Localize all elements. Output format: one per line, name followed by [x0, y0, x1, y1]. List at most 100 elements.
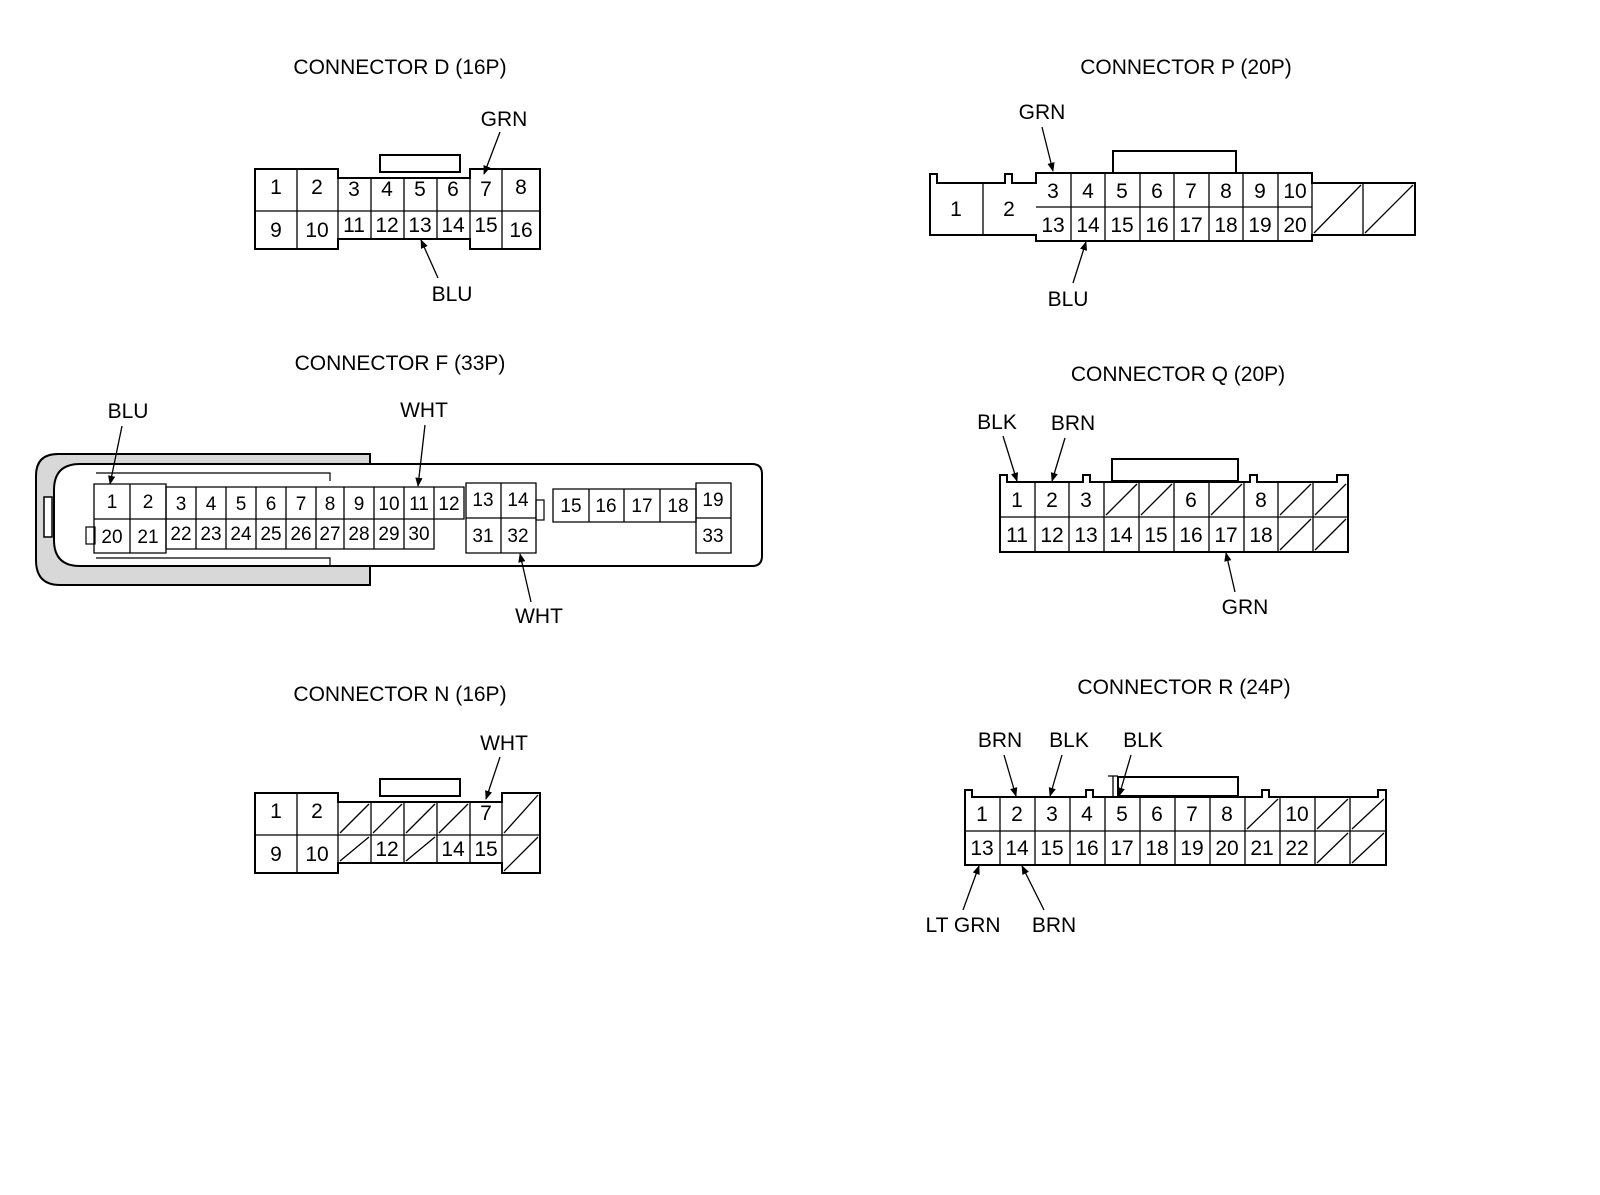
- connector-r-wire-blk-3: BLK: [1048, 729, 1089, 797]
- pin-number: 6: [1151, 180, 1163, 203]
- pin-number: 18: [667, 496, 688, 517]
- connector-d-grid: [255, 169, 540, 249]
- pin-number: 30: [408, 524, 429, 545]
- pin-number: 8: [1220, 180, 1232, 203]
- pin-number: 32: [507, 526, 528, 547]
- connector-n-wire-wht: WHT: [480, 732, 528, 800]
- pin-number: 13: [1074, 524, 1097, 547]
- pin-number: 4: [206, 494, 217, 515]
- pin-number: 7: [1186, 803, 1198, 826]
- connector-d-latch: [379, 154, 461, 173]
- connector-r-wire-brn-14: BRN: [1021, 865, 1076, 937]
- pin-number: 13: [1041, 214, 1064, 237]
- connector-r-grid: [965, 797, 1386, 865]
- connector-f-wire-blu: BLU: [108, 400, 148, 485]
- connector-q-latch: [1111, 458, 1239, 482]
- pin-number: 10: [305, 219, 328, 242]
- pin-number: 15: [1144, 524, 1167, 547]
- pin-number: 14: [1005, 837, 1029, 860]
- pin-number: 15: [560, 496, 581, 517]
- pin-number: 2: [143, 492, 154, 513]
- pin-number: 6: [447, 178, 459, 201]
- connector-p-title: CONNECTOR P (20P): [1080, 56, 1292, 79]
- pin-number: 14: [1109, 524, 1133, 547]
- pin-number: 4: [1082, 180, 1094, 203]
- connector-n-body: [254, 792, 541, 874]
- pin-number: 16: [509, 219, 532, 242]
- connector-r-latch: [1117, 776, 1239, 797]
- connector-r-wire-ltgrn-13: LT GRN: [925, 865, 1001, 937]
- pin-number: 20: [1215, 837, 1238, 860]
- pin-number: 8: [1255, 489, 1267, 512]
- pin-number: 16: [595, 496, 616, 517]
- pin-number: 7: [1185, 180, 1197, 203]
- connector-f-body: [53, 463, 763, 567]
- pin-number: 15: [1110, 214, 1133, 237]
- pin-number: 18: [1249, 524, 1272, 547]
- pin-number: 9: [270, 843, 282, 866]
- pin-number: 1: [270, 176, 282, 199]
- pin-number: 11: [409, 494, 429, 515]
- connector-f-wire-wht-11: WHT: [400, 399, 448, 487]
- pin-number: 11: [343, 214, 365, 237]
- pin-number: 25: [260, 524, 281, 545]
- pin-number: 14: [1076, 214, 1100, 237]
- wire-color-label: WHT: [480, 732, 528, 755]
- connector-p-wire-grn: GRN: [1019, 101, 1065, 172]
- pin-number: 11: [1006, 524, 1028, 547]
- pin-number: 3: [176, 494, 187, 515]
- pin-number: 19: [1248, 214, 1271, 237]
- pin-number: 6: [1151, 803, 1163, 826]
- pin-number: 28: [348, 524, 369, 545]
- pin-number: 7: [480, 802, 492, 825]
- pin-number: 1: [107, 492, 118, 513]
- pin-number: 17: [1214, 524, 1237, 547]
- connector-r-wire-blk-5: BLK: [1117, 729, 1163, 797]
- pin-number: 6: [266, 494, 277, 515]
- connector-f-wire-wht-32: WHT: [515, 553, 563, 628]
- pin-number: 17: [1110, 837, 1133, 860]
- pin-number: 14: [441, 214, 465, 237]
- pin-number: 18: [1145, 837, 1168, 860]
- pin-number: 12: [375, 214, 398, 237]
- pin-number: 2: [311, 800, 323, 823]
- pin-number: 16: [1075, 837, 1098, 860]
- wire-color-label: BLK: [1123, 729, 1163, 752]
- pin-number: 1: [976, 803, 988, 826]
- pin-number: 10: [378, 494, 399, 515]
- connector-q-wire-grn: GRN: [1222, 552, 1269, 619]
- pin-number: 9: [354, 494, 365, 515]
- pin-number: 3: [1046, 803, 1058, 826]
- wire-color-label: BLK: [977, 411, 1017, 434]
- wire-color-label: BRN: [978, 729, 1022, 752]
- pin-number: 17: [631, 496, 652, 517]
- pin-number: 3: [1047, 180, 1059, 203]
- connector-d-body: [254, 168, 541, 250]
- pin-number: 27: [319, 524, 340, 545]
- pin-number: 15: [474, 214, 497, 237]
- pin-number: 18: [1214, 214, 1237, 237]
- pin-number: 31: [472, 526, 493, 547]
- pin-number: 10: [1283, 180, 1306, 203]
- pin-number: 13: [970, 837, 993, 860]
- pin-number: 20: [1283, 214, 1306, 237]
- wire-color-label: BLU: [432, 283, 473, 306]
- pin-number: 3: [1080, 489, 1092, 512]
- pin-number: 29: [378, 524, 399, 545]
- wire-color-label: GRN: [1222, 596, 1269, 619]
- pin-number: 1: [950, 198, 962, 221]
- pin-number: 5: [1116, 180, 1128, 203]
- pin-number: 10: [1285, 803, 1308, 826]
- wire-color-label: BRN: [1032, 914, 1076, 937]
